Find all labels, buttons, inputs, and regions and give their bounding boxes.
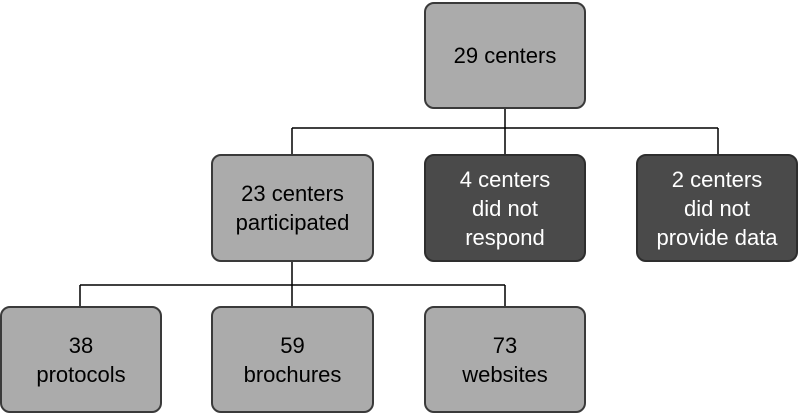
node-websites-label: 73 websites (462, 332, 548, 387)
node-brochures-label: 59 brochures (243, 332, 342, 387)
node-no-response: 4 centers did not respond (424, 154, 586, 262)
node-participated-label: 23 centers participated (235, 181, 350, 235)
node-no-response-label: 4 centers did not respond (459, 166, 551, 250)
node-protocols: 38 protocols (0, 306, 162, 413)
node-no-data-label: 2 centers did not provide data (656, 166, 778, 250)
node-total-centers: 29 centers (424, 2, 586, 109)
node-brochures: 59 brochures (211, 306, 374, 413)
node-no-data: 2 centers did not provide data (636, 154, 798, 262)
node-participated: 23 centers participated (211, 154, 374, 262)
node-protocols-label: 38 protocols (36, 332, 126, 387)
node-websites: 73 websites (424, 306, 586, 413)
node-total-centers-label: 29 centers (453, 43, 557, 68)
